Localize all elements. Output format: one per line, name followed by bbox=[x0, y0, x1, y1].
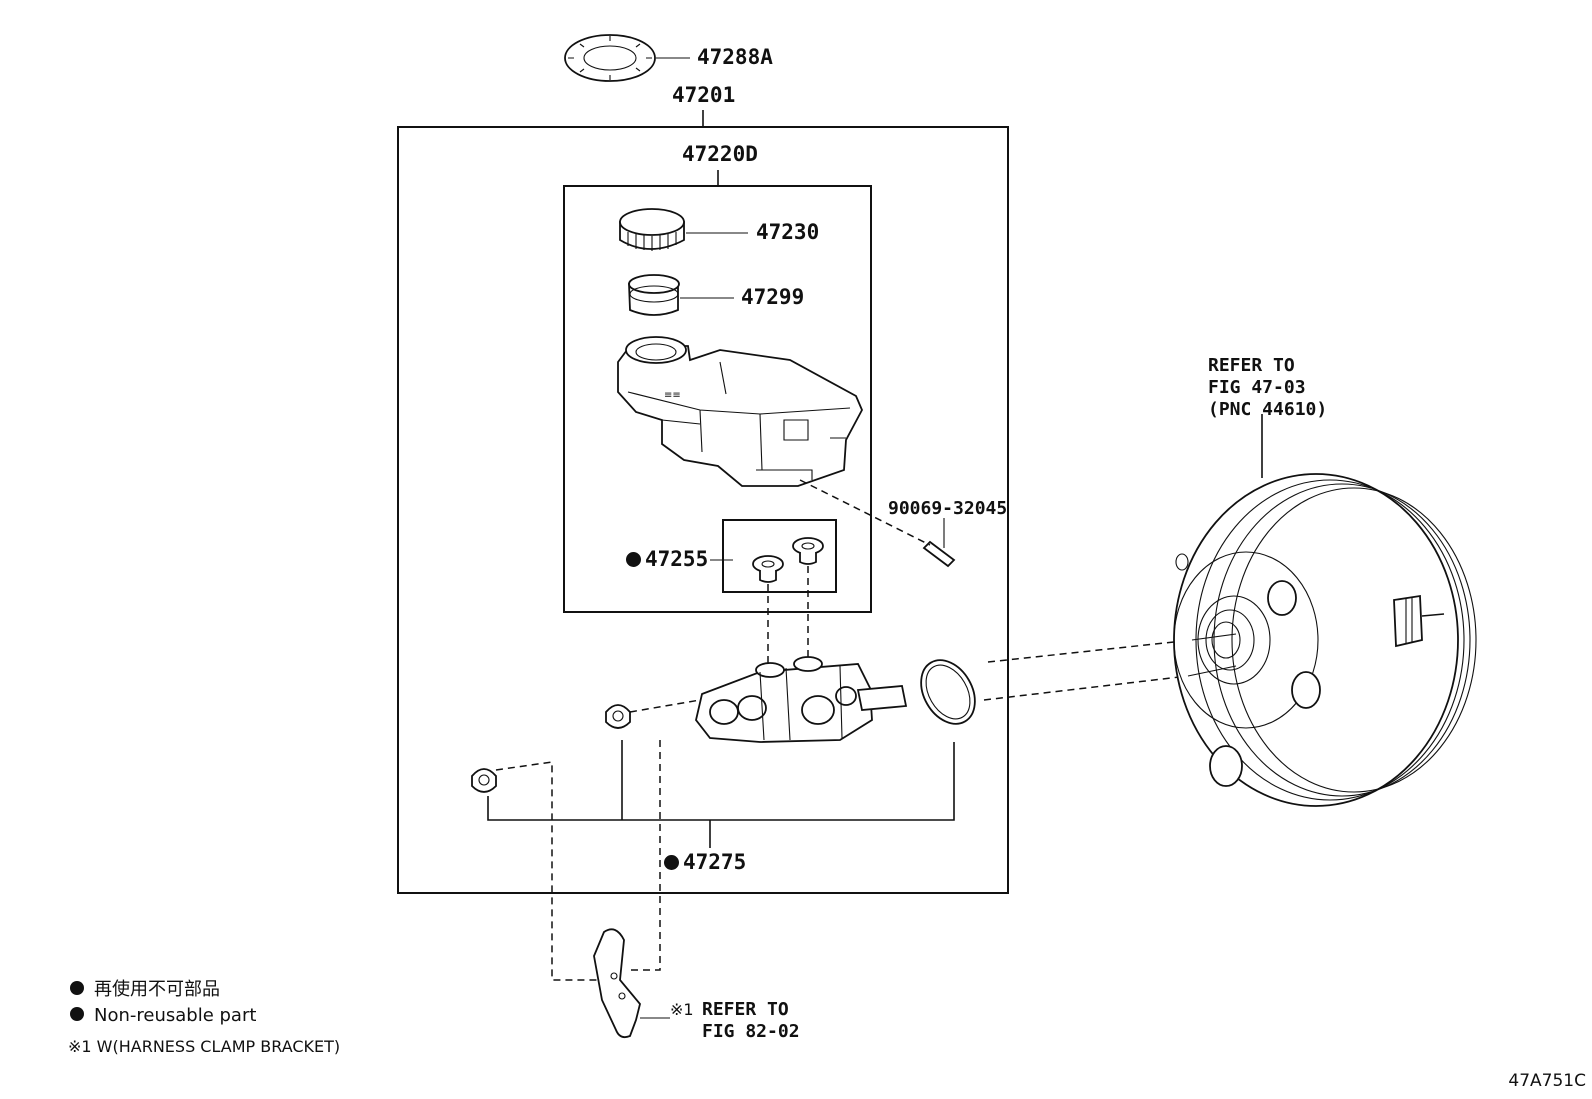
refer-booster-note: REFER TO FIG 47-03 (PNC 44610) bbox=[1208, 355, 1328, 420]
non-reusable-marker-icon bbox=[664, 855, 679, 870]
label-gasket-kit-text: 47275 bbox=[683, 850, 747, 874]
cup-seal-shapes bbox=[471, 704, 631, 793]
grommet-shapes bbox=[752, 537, 824, 583]
figure-id: 47A751C bbox=[1508, 1071, 1586, 1091]
reservoir-shape: ≡≡ bbox=[617, 336, 863, 487]
label-gasket-kit-47275: 47275 bbox=[664, 852, 746, 873]
legend-non-reusable-en: Non-reusable part bbox=[70, 1007, 256, 1025]
brake-booster-shape bbox=[1173, 473, 1477, 807]
legend-non-reusable-jp: 再使用不可部品 bbox=[70, 981, 220, 999]
label-assembly-47201: 47201 bbox=[672, 83, 736, 107]
clamp-bracket-shape bbox=[593, 928, 641, 1039]
label-strainer-47299: 47299 bbox=[741, 285, 805, 309]
legend-dot-icon bbox=[70, 1007, 84, 1021]
label-pin-90069-32045: 90069-32045 bbox=[888, 498, 1008, 519]
label-cap-47230: 47230 bbox=[756, 220, 820, 244]
cap-shape bbox=[619, 208, 685, 251]
gasket-shape bbox=[564, 34, 656, 82]
label-gasket-47288a: 47288A bbox=[697, 45, 773, 69]
seal-ring-shape bbox=[920, 659, 976, 725]
legend-en-text: Non-reusable part bbox=[94, 1005, 257, 1026]
legend-jp-text: 再使用不可部品 bbox=[94, 979, 220, 1000]
master-cylinder-shape bbox=[695, 656, 908, 743]
label-grommet-text: 47255 bbox=[645, 547, 709, 571]
grommet-box bbox=[722, 519, 837, 593]
label-grommet-47255: 47255 bbox=[626, 549, 708, 570]
non-reusable-marker-icon bbox=[626, 552, 641, 567]
legend-note-1: ※1 W(HARNESS CLAMP BRACKET) bbox=[68, 1037, 341, 1056]
svg-text:≡≡: ≡≡ bbox=[664, 390, 681, 401]
refer-bracket-mark: ※1 bbox=[670, 1000, 694, 1019]
legend-dot-icon bbox=[70, 981, 84, 995]
strainer-shape bbox=[628, 274, 680, 316]
refer-bracket-note: REFER TO FIG 82-02 bbox=[702, 999, 800, 1042]
label-reservoir-47220d: 47220D bbox=[682, 142, 758, 166]
